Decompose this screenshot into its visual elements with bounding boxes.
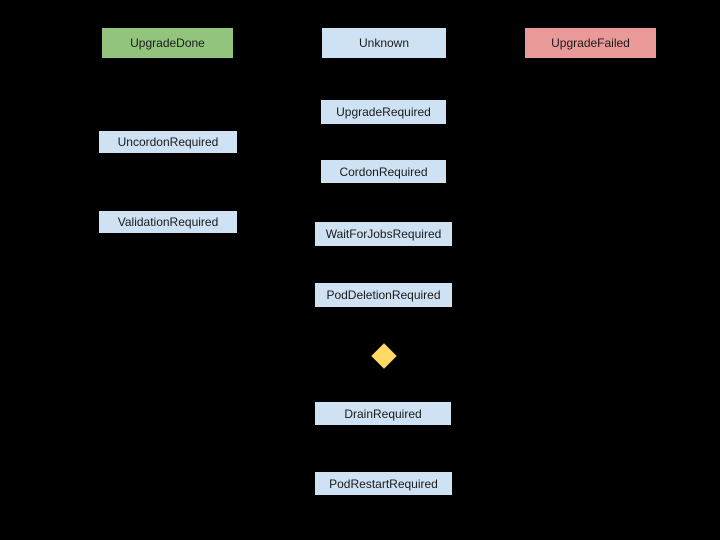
state-label: Unknown	[358, 36, 410, 50]
decision-diamond-icon	[371, 343, 397, 369]
state-label: PodRestartRequired	[329, 476, 438, 491]
state-node-cordon-required: CordonRequired	[321, 160, 446, 183]
state-node-upgrade-done: UpgradeDone	[102, 28, 233, 58]
state-label: ValidationRequired	[117, 215, 219, 229]
state-node-upgrade-failed: UpgradeFailed	[525, 28, 656, 58]
state-node-uncordon-required: UncordonRequired	[99, 131, 237, 153]
state-node-drain-required: DrainRequired	[315, 402, 451, 425]
state-label: UncordonRequired	[117, 135, 219, 149]
state-node-wait-for-jobs-required: WaitForJobsRequired	[315, 222, 452, 246]
state-label: WaitForJobsRequired	[325, 227, 442, 241]
state-label: UpgradeDone	[130, 36, 205, 50]
state-label: DrainRequired	[344, 406, 422, 421]
state-node-pod-deletion-required: PodDeletionRequired	[315, 283, 452, 307]
state-node-upgrade-required: UpgradeRequired	[321, 100, 446, 124]
state-label: UpgradeFailed	[551, 36, 630, 50]
state-label: CordonRequired	[339, 164, 428, 179]
state-node-validation-required: ValidationRequired	[99, 211, 237, 233]
state-label: PodDeletionRequired	[326, 288, 441, 302]
state-node-unknown: Unknown	[322, 28, 446, 58]
state-label: UpgradeRequired	[336, 105, 431, 119]
state-node-pod-restart-required: PodRestartRequired	[315, 472, 452, 495]
